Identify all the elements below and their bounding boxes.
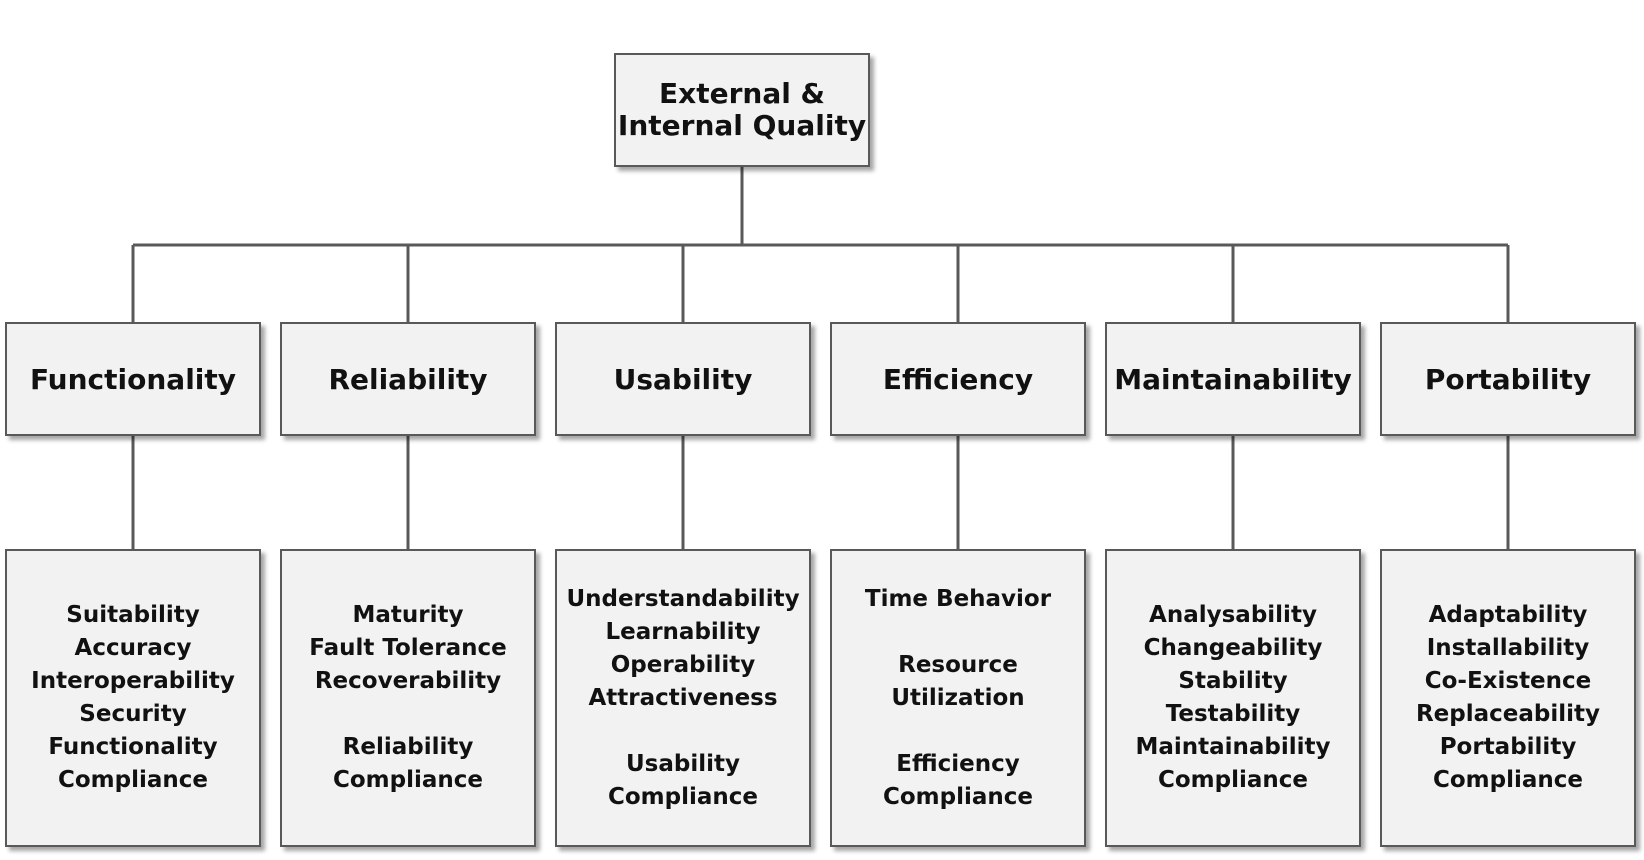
subcharacteristic-line: Co-Existence — [1424, 668, 1592, 694]
subcharacteristic-line: Maturity — [352, 602, 464, 628]
root-title-line-1: External & — [659, 77, 825, 110]
subcharacteristic-line: Interoperability — [31, 668, 235, 694]
subcharacteristic-line: Installability — [1426, 635, 1590, 661]
characteristic-node-reliability: Reliability — [280, 322, 536, 436]
characteristic-label: Usability — [613, 362, 753, 396]
characteristic-label: Functionality — [29, 362, 237, 396]
subcharacteristic-line: Adaptability — [1428, 602, 1588, 628]
subcharacteristic-line: Accuracy — [74, 635, 192, 661]
subcharacteristic-line: Security — [79, 701, 187, 727]
characteristic-node-usability: Usability — [555, 322, 811, 436]
characteristic-node-portability: Portability — [1380, 322, 1636, 436]
subcharacteristic-line: Changeability — [1143, 635, 1323, 661]
subcharacteristic-line: Compliance — [332, 767, 483, 793]
subcharacteristic-line: Compliance — [607, 783, 758, 810]
subcharacteristic-line: Functionality — [48, 734, 218, 760]
subcharacteristic-line: Compliance — [1157, 767, 1308, 793]
characteristic-label: Portability — [1424, 362, 1592, 396]
subcharacteristic-line: Fault Tolerance — [309, 635, 507, 661]
root-node-external-internal-quality: External & Internal Quality — [614, 53, 870, 167]
subcharacteristic-line: Testability — [1165, 701, 1301, 727]
root-title-line-2: Internal Quality — [617, 109, 867, 142]
subcharacteristic-line: Replaceability — [1415, 701, 1601, 727]
subcharacteristic-line: Compliance — [57, 767, 208, 793]
subcharacteristic-line: Stability — [1178, 668, 1288, 694]
subcharacteristic-line: Portability — [1439, 734, 1577, 760]
subcharacteristic-line: Reliability — [342, 734, 474, 760]
subcharacteristic-line: Compliance — [1432, 767, 1583, 793]
subcharacteristic-line: Attractiveness — [588, 684, 778, 711]
subcharacteristic-line: Efficiency — [896, 750, 1020, 777]
subcharacteristic-line: Analysability — [1149, 602, 1317, 628]
subcharacteristic-line: Recoverability — [314, 668, 502, 694]
subcharacteristic-line: Usability — [626, 750, 740, 777]
characteristic-node-functionality: Functionality — [5, 322, 261, 436]
subcharacteristic-line: Compliance — [882, 783, 1033, 810]
characteristic-label: Reliability — [328, 362, 488, 396]
characteristic-label: Maintainability — [1114, 362, 1352, 396]
subcharacteristic-line: Utilization — [891, 684, 1025, 711]
subcharacteristic-line: Maintainability — [1135, 734, 1331, 760]
characteristic-node-maintainability: Maintainability — [1105, 322, 1361, 436]
subcharacteristic-line: Understandability — [566, 585, 800, 612]
subcharacteristic-line: Suitability — [66, 602, 200, 628]
subcharacteristic-line: Operability — [610, 651, 756, 678]
subcharacteristic-line: Learnability — [605, 618, 761, 645]
subcharacteristic-line: Time Behavior — [864, 585, 1052, 612]
characteristic-label: Efficiency — [882, 362, 1034, 396]
subcharacteristic-line: Resource — [898, 651, 1018, 678]
characteristic-node-efficiency: Efficiency — [830, 322, 1086, 436]
